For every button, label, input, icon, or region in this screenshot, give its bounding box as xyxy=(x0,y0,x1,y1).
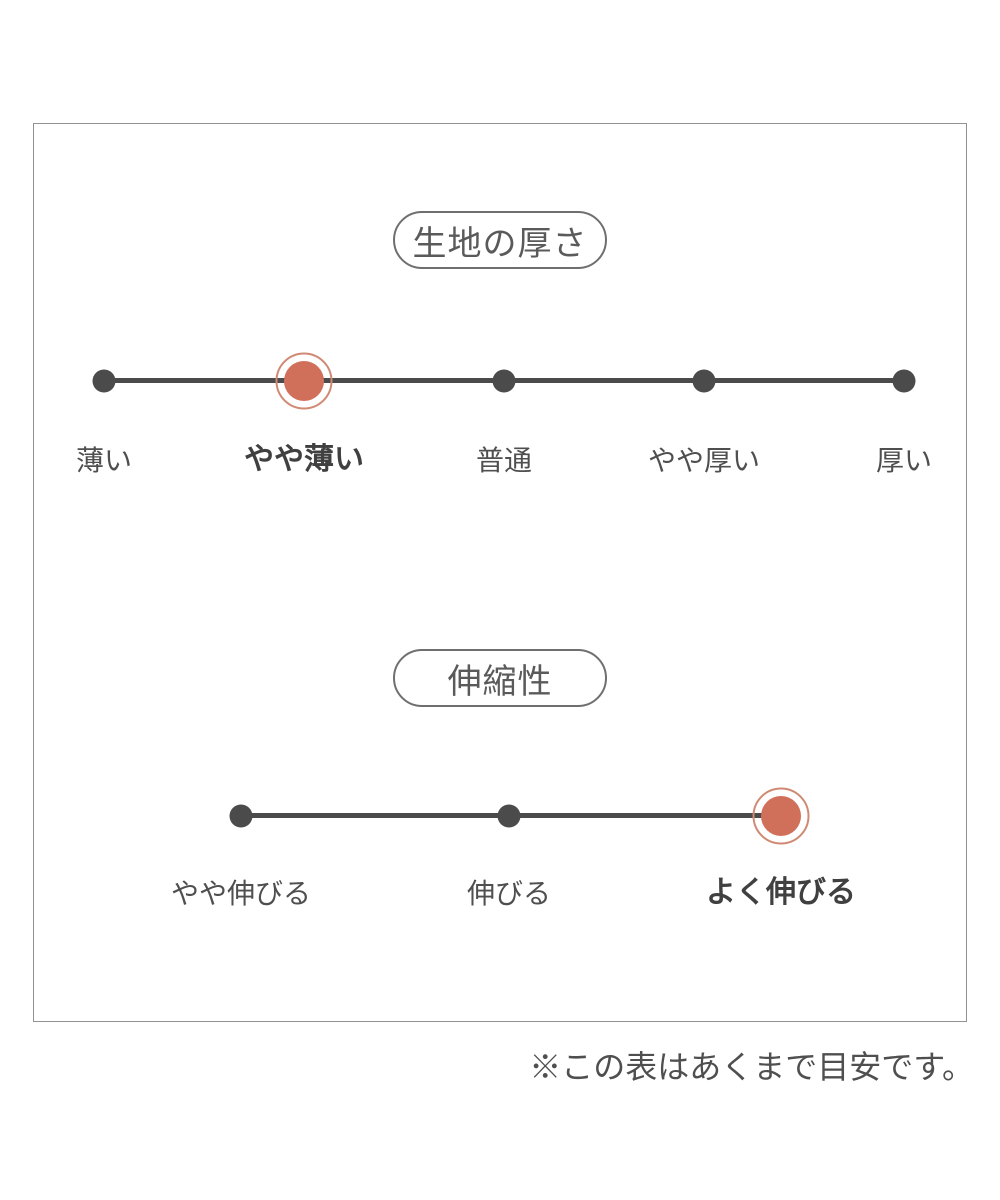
thickness-dot-4 xyxy=(692,369,716,393)
thickness-title-pill: 生地の厚さ xyxy=(393,211,607,269)
thickness-title: 生地の厚さ xyxy=(412,224,588,263)
stretch-title: 伸縮性 xyxy=(447,662,553,701)
guide-panel: 生地の厚さ 薄い やや薄い 普通 やや厚い 厚い 伸縮性 やや伸びる 伸びる よ… xyxy=(33,123,967,1022)
thickness-label-slightly-thin-selected: やや薄い xyxy=(244,443,364,476)
stretch-dot-2 xyxy=(497,804,521,828)
stretch-label-slight: やや伸びる xyxy=(170,878,311,909)
thickness-label-normal: 普通 xyxy=(475,445,532,476)
thickness-label-slightly-thick: やや厚い xyxy=(647,445,760,476)
thickness-dot-1 xyxy=(92,369,116,393)
thickness-dot-3 xyxy=(492,369,516,393)
stretch-dot-3-selected xyxy=(761,796,801,836)
thickness-dot-5 xyxy=(892,369,916,393)
stretch-selected-ring xyxy=(752,787,810,845)
stretch-label-well-selected: よく伸びる xyxy=(706,876,856,909)
footnote: ※この表はあくまで目安です。 xyxy=(529,1049,974,1085)
thickness-label-thin: 薄い xyxy=(75,445,132,476)
thickness-label-thick: 厚い xyxy=(875,445,932,476)
stretch-label-normal: 伸びる xyxy=(466,878,551,909)
thickness-dot-2-selected xyxy=(284,361,324,401)
thickness-selected-ring xyxy=(275,352,333,410)
stretch-title-pill: 伸縮性 xyxy=(393,649,607,707)
stretch-dot-1 xyxy=(229,804,253,828)
